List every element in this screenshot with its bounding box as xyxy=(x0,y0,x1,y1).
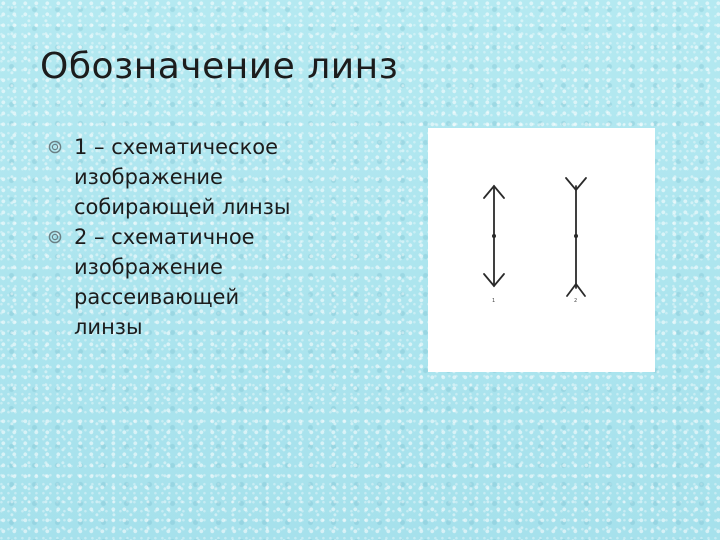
bullet-item-converging-lens: 1 – схематическое изображение собирающей… xyxy=(48,132,338,222)
diverging-lens-center-dot xyxy=(574,234,578,238)
bullet-line: 2 – схематичное xyxy=(74,225,255,249)
bullet-line: изображение xyxy=(74,165,223,189)
slide-title: Обозначение линз xyxy=(40,46,399,87)
bullet-line: собирающей линзы xyxy=(74,195,291,219)
lens-figure: 1 2 xyxy=(428,128,655,372)
circle-ring-bullet-icon xyxy=(48,230,62,244)
figure-label-1: 1 xyxy=(492,298,495,304)
figure-label-2: 2 xyxy=(574,298,577,304)
converging-lens-center-dot xyxy=(492,234,496,238)
lens-diagram: 1 2 xyxy=(483,177,587,304)
bullet-list: 1 – схематическое изображение собирающей… xyxy=(48,132,338,342)
bullet-line: линзы xyxy=(74,315,143,339)
bullet-line: рассеивающей xyxy=(74,285,240,309)
bullet-line: изображение xyxy=(74,255,223,279)
bullet-item-diverging-lens: 2 – схематичное изображение рассеивающей… xyxy=(48,222,338,342)
circle-ring-bullet-icon xyxy=(48,140,62,154)
bullet-line: 1 – схематическое xyxy=(74,135,279,159)
